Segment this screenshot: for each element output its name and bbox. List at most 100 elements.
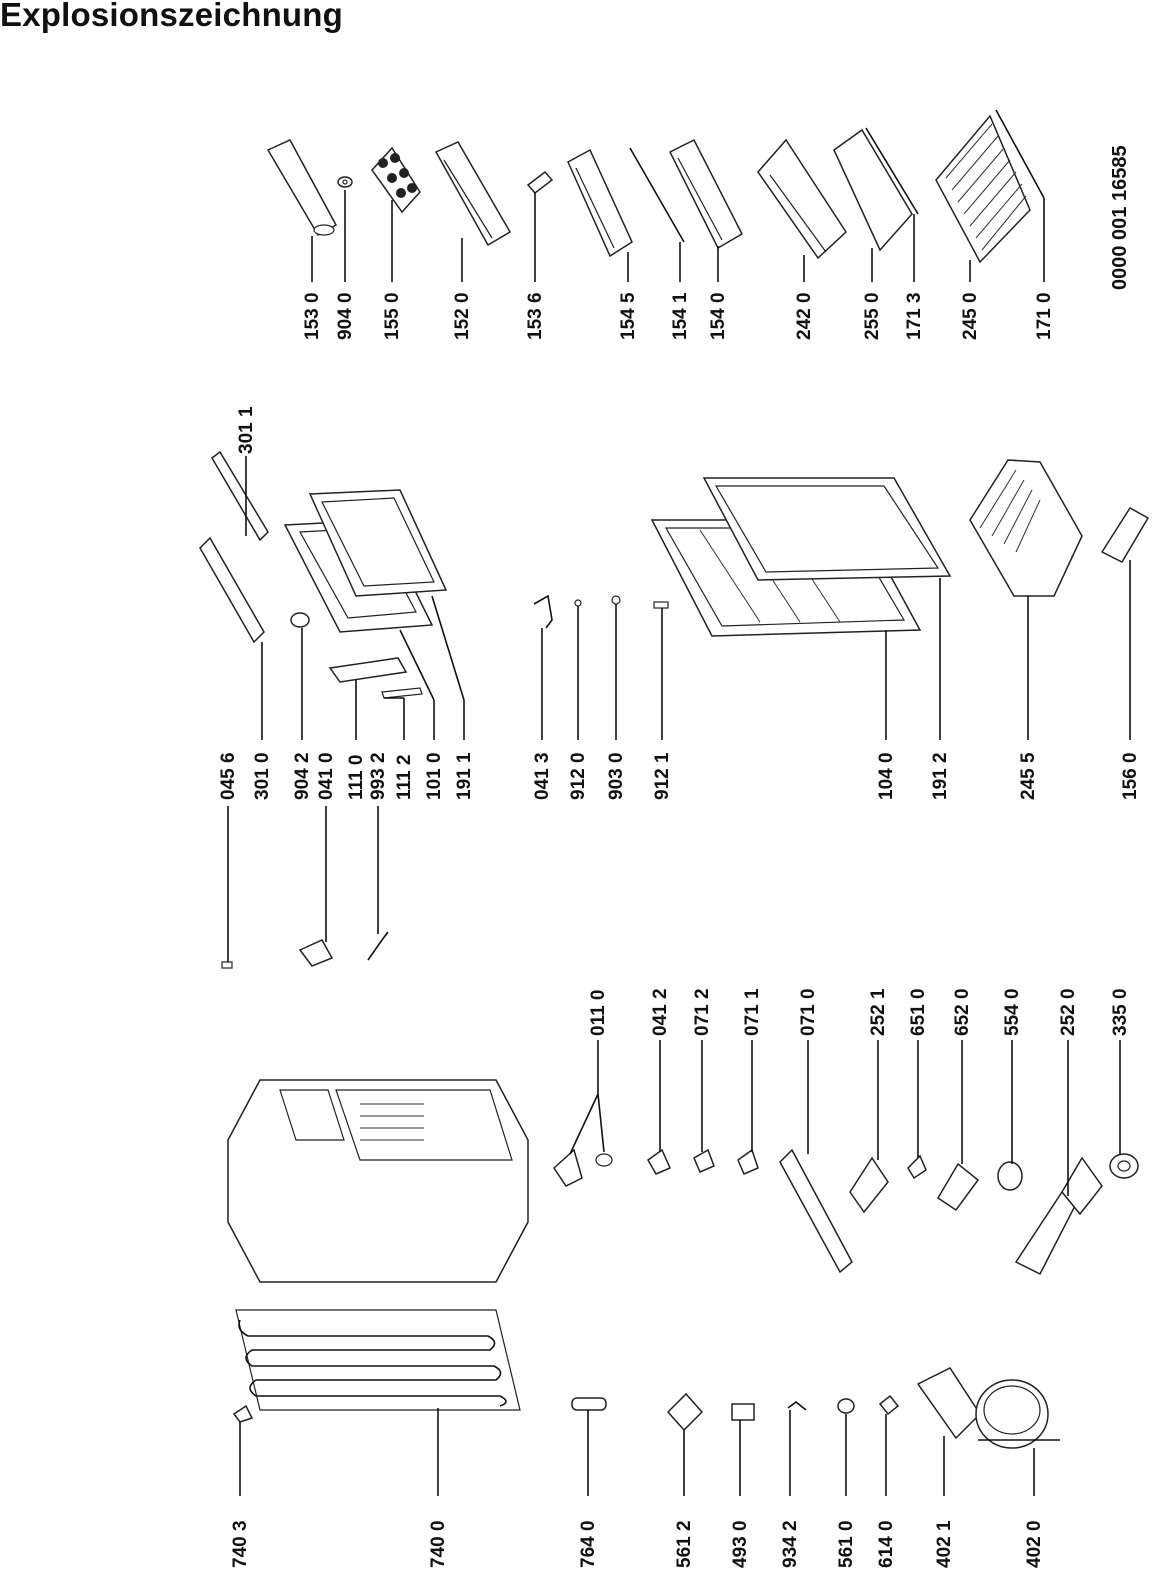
part-number-label: 041 3 <box>532 752 553 800</box>
part-number-label: 245 5 <box>1018 752 1039 800</box>
drawing-153-0 <box>266 139 338 237</box>
part-number-label: 154 0 <box>708 292 729 340</box>
drawing-493-0 <box>731 1403 755 1421</box>
labels-cooling: 740 3 740 0 764 0 561 2 493 0 934 2 561 … <box>230 1520 1045 1568</box>
drawing-252-1 <box>849 1156 889 1214</box>
drawing-651-0 <box>907 1154 927 1180</box>
drawing-011-0 <box>553 1148 613 1187</box>
part-number-label: 904 2 <box>292 752 313 800</box>
part-number-label: 191 1 <box>454 752 475 800</box>
drawing-561-2 <box>666 1392 704 1432</box>
drawing-154-0 <box>668 138 743 250</box>
part-number-label: 242 0 <box>794 292 815 340</box>
part-number-label: 245 0 <box>960 292 981 340</box>
drawing-191-2 <box>702 477 952 581</box>
drawing-111-0 <box>328 657 408 683</box>
part-drawings <box>199 109 1150 1449</box>
part-number-label: 402 1 <box>934 1520 955 1568</box>
part-number-label: 493 0 <box>730 1520 751 1568</box>
drawing-171-0 <box>995 109 1045 199</box>
drawing-764-0 <box>571 1397 607 1411</box>
drawing-740-0 <box>235 1309 521 1411</box>
part-number-label: 011 0 <box>588 990 609 1037</box>
labels-shelves: 153 0 904 0 155 0 152 0 153 6 154 5 154 … <box>302 292 1055 340</box>
part-number-label: 301 1 <box>236 406 257 454</box>
drawing-111-2 <box>381 687 423 699</box>
page-title: Explosionszeichnung <box>0 0 344 33</box>
drawing-554-0 <box>997 1161 1023 1191</box>
drawing-912-0 <box>574 599 582 607</box>
drawing-242-0 <box>757 138 847 260</box>
drawing-071-2 <box>693 1148 715 1173</box>
drawing-255-0 <box>833 128 913 252</box>
part-number-label: 041 0 <box>316 752 337 800</box>
drawing-904-0 <box>337 176 353 188</box>
part-number-label: 335 0 <box>1110 988 1131 1036</box>
drawing-245-0 <box>935 114 1031 264</box>
drawing-561-0 <box>837 1398 855 1414</box>
drawing-153-6 <box>526 170 554 195</box>
drawing-cabinet <box>227 1079 529 1283</box>
drawing-191-1 <box>308 489 448 597</box>
drawing-045-6 <box>221 961 233 969</box>
labels-door-top: 301 1 <box>236 406 257 454</box>
drawing-152-0 <box>434 141 512 247</box>
part-number-label: 652 0 <box>952 988 973 1036</box>
drawing-041-0 <box>298 939 334 967</box>
part-number-label: 152 0 <box>452 292 473 340</box>
drawing-335-0 <box>1109 1153 1139 1179</box>
part-number-label: 301 0 <box>252 752 273 800</box>
part-number-label: 252 1 <box>868 988 889 1036</box>
part-number-label: 934 2 <box>780 1520 801 1568</box>
labels-door: 045 6 301 0 904 2 041 0 111 0 993 2 111 … <box>218 752 1141 800</box>
drawing-041-2 <box>647 1148 671 1175</box>
part-number-label: 171 0 <box>1034 292 1055 340</box>
part-number-label: 651 0 <box>908 988 929 1036</box>
document-number: 0000 001 16585 <box>1109 145 1131 290</box>
part-number-label: 111 0 <box>346 755 367 800</box>
part-number-label: 041 2 <box>650 988 671 1036</box>
drawing-614-0 <box>878 1394 900 1416</box>
part-number-label: 764 0 <box>578 1520 599 1568</box>
drawing-156-0 <box>1100 507 1150 563</box>
part-number-label: 153 0 <box>302 292 323 340</box>
part-number-label: 154 5 <box>618 292 639 340</box>
part-number-label: 071 0 <box>798 988 819 1036</box>
drawing-155-0 <box>371 146 421 214</box>
part-number-label: 154 1 <box>670 292 691 340</box>
drawing-041-3 <box>533 594 553 629</box>
drawing-904-2 <box>290 612 310 628</box>
part-number-label: 554 0 <box>1002 988 1023 1036</box>
labels-cabinet: 011 0 041 2 071 2 071 1 071 0 252 1 651 … <box>588 988 1131 1036</box>
part-number-label: 191 2 <box>930 752 951 800</box>
part-number-label: 255 0 <box>862 292 883 340</box>
part-number-label: 071 1 <box>742 988 763 1036</box>
part-number-label: 402 0 <box>1024 1520 1045 1568</box>
part-number-label: 155 0 <box>382 292 403 340</box>
part-number-label: 252 0 <box>1058 988 1079 1036</box>
drawing-252-0 <box>1014 1156 1103 1276</box>
drawing-071-1 <box>737 1148 759 1175</box>
part-number-label: 111 2 <box>394 755 415 800</box>
drawing-402-0 <box>975 1379 1060 1449</box>
drawing-740-3 <box>232 1404 254 1423</box>
part-number-label: 153 6 <box>525 292 546 340</box>
part-number-label: 561 0 <box>836 1520 857 1568</box>
part-number-label: 993 2 <box>368 752 389 800</box>
drawing-301-1 <box>211 450 269 542</box>
leader-lines <box>227 190 1131 1496</box>
drawing-154-1 <box>629 147 685 243</box>
drawing-071-0 <box>779 1148 853 1274</box>
part-number-label: 903 0 <box>606 752 627 800</box>
part-number-label: 740 0 <box>428 1520 449 1568</box>
part-number-label: 071 2 <box>692 988 713 1036</box>
part-number-label: 101 0 <box>424 752 445 800</box>
part-number-label: 904 0 <box>335 292 356 340</box>
part-number-label: 912 0 <box>568 752 589 800</box>
drawing-245-5 <box>969 459 1083 597</box>
drawing-154-5 <box>567 148 633 258</box>
part-number-label: 740 3 <box>230 1520 251 1568</box>
part-number-label: 171 3 <box>904 292 925 340</box>
part-number-label: 156 0 <box>1120 752 1141 800</box>
